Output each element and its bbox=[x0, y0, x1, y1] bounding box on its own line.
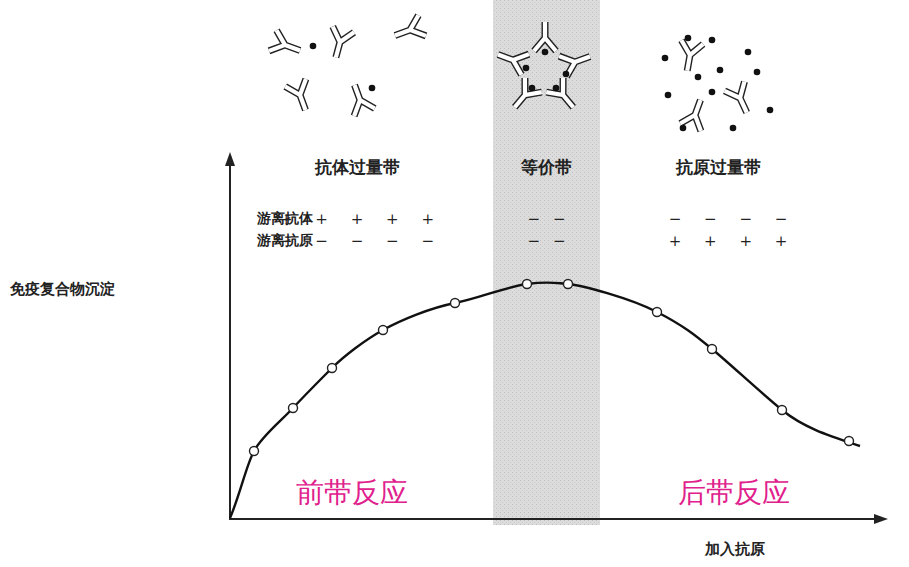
antibody-stroke bbox=[725, 82, 757, 118]
antibody-stroke bbox=[676, 40, 703, 72]
antigen-dot bbox=[665, 92, 672, 99]
antibody-symbol bbox=[494, 44, 529, 75]
data-point bbox=[289, 404, 298, 413]
antibody-symbol bbox=[285, 79, 316, 114]
antigen-dot bbox=[709, 89, 716, 96]
antibody-stroke bbox=[534, 22, 556, 51]
y-axis bbox=[229, 162, 231, 520]
antigen-dot bbox=[310, 43, 317, 50]
x-axis bbox=[230, 518, 876, 520]
antibody-stroke bbox=[285, 79, 316, 114]
antibody-symbol bbox=[391, 15, 426, 46]
antibody-stroke bbox=[506, 78, 541, 114]
antigen-dot bbox=[553, 85, 560, 92]
antibody-stroke bbox=[494, 44, 529, 75]
antibody-stroke bbox=[546, 78, 581, 114]
equivalence-band: 等价带 − − − − bbox=[493, 0, 600, 525]
x-arrow bbox=[874, 514, 888, 524]
antigen-dot bbox=[662, 55, 669, 62]
data-point bbox=[451, 299, 460, 308]
antigen-dot bbox=[369, 85, 376, 92]
antibody-stroke bbox=[391, 15, 426, 46]
antibody-symbol bbox=[725, 82, 757, 118]
antibody-group bbox=[269, 15, 757, 131]
axis-title: 免疫复合物沉淀 bbox=[10, 281, 115, 298]
zone-label: 抗原过量带 bbox=[676, 158, 761, 177]
antibody-stroke bbox=[725, 82, 757, 118]
antibody-stroke bbox=[391, 15, 426, 46]
sign-row: − − − − − bbox=[280, 233, 434, 250]
antigen-dot bbox=[685, 35, 692, 42]
antigen-dot bbox=[523, 65, 530, 72]
antigen-dots bbox=[310, 35, 774, 132]
antigen-dot bbox=[754, 69, 761, 76]
antibody-symbol bbox=[680, 96, 711, 131]
antigen-dot bbox=[563, 71, 570, 78]
antibody-stroke bbox=[494, 44, 529, 75]
antibody-symbol bbox=[506, 78, 541, 114]
sign-row: + + + + + bbox=[280, 211, 434, 228]
antibody-stroke bbox=[534, 22, 556, 51]
antigen-dot bbox=[542, 49, 549, 56]
y-arrow bbox=[225, 152, 235, 166]
data-point bbox=[653, 308, 662, 317]
data-point bbox=[564, 280, 573, 289]
antibody-symbol bbox=[546, 78, 581, 114]
antibody-stroke bbox=[325, 27, 354, 61]
antibody-stroke bbox=[325, 27, 354, 61]
band-title: 等价带 bbox=[493, 158, 600, 177]
antigen-dot bbox=[717, 67, 724, 74]
antibody-stroke bbox=[680, 96, 711, 131]
antigen-dot bbox=[680, 125, 687, 132]
antigen-dot bbox=[730, 125, 737, 132]
zone-label: 抗体过量带 bbox=[315, 158, 400, 177]
antibody-symbol bbox=[269, 30, 304, 61]
antibody-stroke bbox=[506, 78, 541, 114]
band-shade bbox=[493, 0, 600, 525]
antigen-dot bbox=[767, 107, 774, 114]
antibody-stroke bbox=[676, 40, 703, 72]
data-point bbox=[328, 364, 337, 373]
antibody-stroke bbox=[269, 30, 304, 61]
antibody-symbol bbox=[559, 46, 594, 77]
antibody-stroke bbox=[344, 81, 375, 116]
sign-row: + + + + bbox=[669, 233, 788, 250]
antigen-dot bbox=[709, 37, 716, 44]
data-point bbox=[379, 326, 388, 335]
zone-note: 前带反应 bbox=[296, 478, 408, 509]
antibody-stroke bbox=[269, 30, 304, 61]
data-point bbox=[708, 345, 717, 354]
sign-row: − − − − bbox=[669, 211, 788, 228]
antibody-symbol bbox=[325, 27, 354, 61]
antibody-symbol bbox=[344, 81, 375, 116]
sign-row: − − bbox=[493, 211, 600, 228]
antibody-symbol bbox=[534, 22, 556, 51]
data-point bbox=[523, 280, 532, 289]
antibody-stroke bbox=[546, 78, 581, 114]
precipitation-curve bbox=[230, 282, 860, 518]
antibody-stroke bbox=[559, 46, 594, 77]
data-point bbox=[250, 447, 259, 456]
antigen-dot bbox=[745, 49, 752, 56]
data-points bbox=[250, 280, 854, 456]
antibody-stroke bbox=[344, 81, 375, 116]
antibody-stroke bbox=[559, 46, 594, 77]
sign-row: − − bbox=[493, 233, 600, 250]
data-point bbox=[778, 406, 787, 415]
antigen-dot bbox=[529, 85, 536, 92]
axis-title: 加入抗原 bbox=[705, 541, 765, 558]
antibody-symbol bbox=[676, 40, 703, 72]
zone-note: 后带反应 bbox=[678, 478, 790, 509]
antigen-dot bbox=[695, 74, 702, 81]
data-point bbox=[845, 437, 854, 446]
antibody-stroke bbox=[285, 79, 316, 114]
antibody-stroke bbox=[680, 96, 711, 131]
